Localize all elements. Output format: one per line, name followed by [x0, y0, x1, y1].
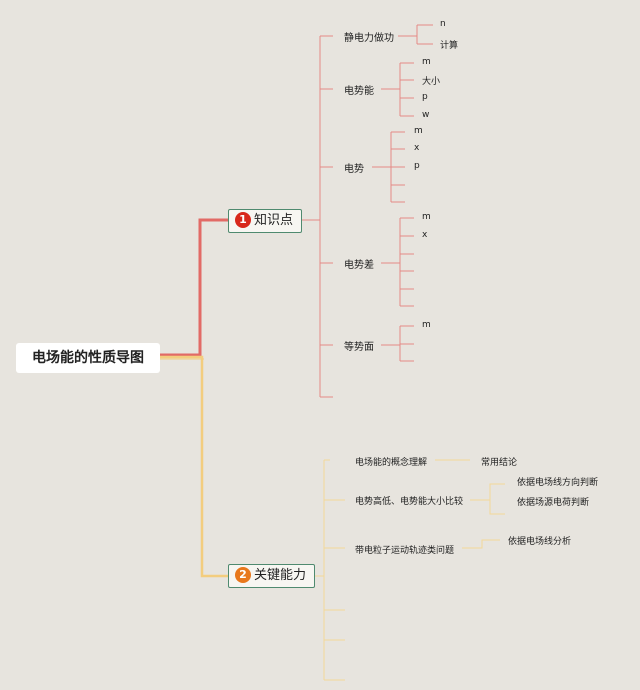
- leaf-node[interactable]: x: [422, 230, 428, 240]
- leaf-node[interactable]: m: [422, 57, 431, 67]
- leaf-node[interactable]: p: [414, 161, 420, 171]
- topic-potential-difference[interactable]: 电势差: [344, 260, 374, 271]
- number-badge: 2: [235, 567, 251, 583]
- topic-equipotential-surface[interactable]: 等势面: [344, 342, 374, 353]
- topic-potential[interactable]: 电势: [344, 164, 364, 175]
- topic-trajectory-problems[interactable]: 带电粒子运动轨迹类问题: [355, 546, 455, 556]
- leaf-node[interactable]: 大小: [422, 77, 441, 87]
- leaf-node[interactable]: 计算: [440, 41, 459, 51]
- leaf-node[interactable]: p: [422, 92, 428, 102]
- topic-concept-understanding[interactable]: 电场能的概念理解: [355, 458, 428, 468]
- leaf-node[interactable]: m: [422, 212, 431, 222]
- leaf-node[interactable]: 依据场源电荷判断: [517, 498, 590, 508]
- leaf-node[interactable]: m: [422, 320, 431, 330]
- number-badge: 1: [235, 212, 251, 228]
- leaf-node[interactable]: 常用结论: [481, 458, 518, 468]
- branch-label: 关键能力: [254, 568, 307, 583]
- root-topic: 电场能的性质导图: [16, 343, 160, 373]
- leaf-node[interactable]: n: [440, 19, 446, 29]
- topic-potential-energy[interactable]: 电势能: [344, 86, 374, 97]
- leaf-node[interactable]: m: [414, 126, 423, 136]
- topic-potential-comparison[interactable]: 电势高低、电势能大小比较: [355, 497, 464, 507]
- leaf-node[interactable]: x: [414, 143, 420, 153]
- leaf-node[interactable]: 依据电场线方向判断: [517, 478, 599, 488]
- leaf-node[interactable]: 依据电场线分析: [508, 537, 572, 547]
- topic-electrostatic-work[interactable]: 静电力做功: [344, 33, 394, 44]
- branch-label: 知识点: [254, 213, 294, 228]
- leaf-node[interactable]: w: [422, 110, 430, 120]
